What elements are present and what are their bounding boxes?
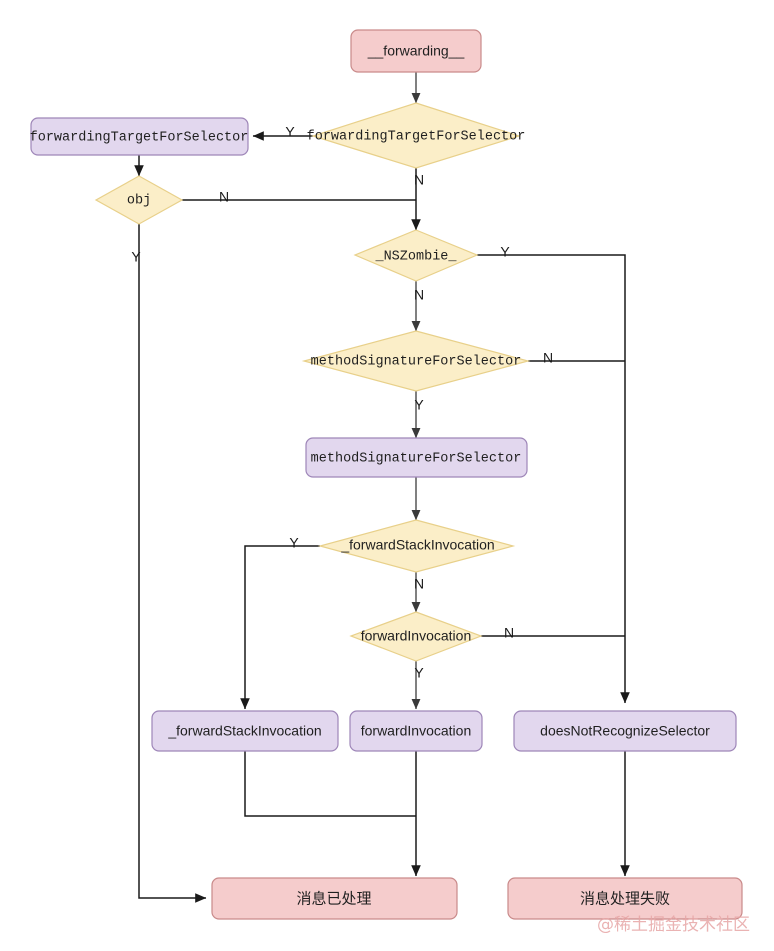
- node-nszombie-diamond[interactable]: _NSZombie_: [353, 229, 479, 282]
- node-fwdinv-diamond-shape: [349, 611, 483, 662]
- node-fwdstack-diamond[interactable]: _forwardStackInvocation: [317, 519, 516, 573]
- node-nszombie-diamond-label: _NSZombie_: [374, 250, 457, 265]
- node-fwdinv-box[interactable]: forwardInvocation: [349, 710, 483, 752]
- node-obj-diamond-label: obj: [127, 194, 151, 209]
- edge-label-msfs-yes: Y: [414, 397, 424, 413]
- edge-fwdstack-box-merge: [244, 751, 416, 817]
- node-nszombie-diamond-shape: [353, 229, 479, 282]
- watermark-text: @稀土掘金技术社区: [597, 915, 750, 935]
- node-ftfs-box[interactable]: forwardingTargetForSelector: [30, 117, 249, 156]
- node-message-failed-shape: [507, 877, 743, 920]
- node-ftfs-diamond-shape: [311, 102, 521, 169]
- node-message-failed-label: 消息处理失败: [580, 890, 670, 908]
- node-fwdinv-box-shape: [349, 710, 483, 752]
- node-msfs-box-shape: [305, 437, 528, 478]
- node-fwdstack-box[interactable]: _forwardStackInvocation: [151, 710, 339, 752]
- node-fwdinv-diamond-label: forwardInvocation: [361, 628, 472, 644]
- node-message-handled[interactable]: 消息已处理: [211, 877, 458, 920]
- node-forwarding-label: __forwarding__: [367, 43, 465, 59]
- node-msfs-box[interactable]: methodSignatureForSelector: [305, 437, 528, 478]
- node-obj-diamond-shape: [94, 175, 184, 225]
- node-obj-diamond[interactable]: obj: [94, 175, 184, 225]
- node-ftfs-diamond-label: forwardingTargetForSelector: [307, 130, 526, 145]
- node-message-handled-label: 消息已处理: [296, 890, 371, 908]
- edge-label-msfs-no: N: [543, 350, 553, 366]
- edge-label-ftfs-no: N: [414, 172, 424, 188]
- node-forwarding[interactable]: __forwarding__: [350, 29, 482, 73]
- edge-label-fwdinv-yes: Y: [414, 665, 424, 681]
- node-fwdstack-diamond-shape: [317, 519, 516, 573]
- edge-label-obj-yes: Y: [131, 249, 141, 265]
- node-msfs-box-label: methodSignatureForSelector: [311, 452, 522, 467]
- node-ftfs-box-shape: [30, 117, 249, 156]
- edge-fwdstack-yes: [240, 545, 320, 710]
- node-msfs-diamond-label: methodSignatureForSelector: [311, 355, 522, 370]
- node-ftfs-diamond[interactable]: forwardingTargetForSelector: [307, 102, 526, 169]
- node-fwdstack-box-shape: [151, 710, 339, 752]
- edge-label-nszombie-yes: Y: [500, 244, 510, 260]
- node-message-failed[interactable]: 消息处理失败: [507, 877, 743, 920]
- node-fwdstack-box-label: _forwardStackInvocation: [167, 723, 321, 739]
- edge-label-fwdinv-no: N: [504, 625, 514, 641]
- node-ftfs-box-label: forwardingTargetForSelector: [30, 131, 249, 146]
- edge-nszombie-yes: [477, 254, 630, 704]
- edge-label-nszombie-no: N: [414, 287, 424, 303]
- edge-obj-yes: [138, 224, 207, 903]
- node-dnrs-box-shape: [513, 710, 737, 752]
- edge-label-ftfs-yes: Y: [285, 124, 295, 140]
- node-fwdinv-diamond[interactable]: forwardInvocation: [349, 611, 483, 662]
- node-forwarding-shape: [350, 29, 482, 73]
- node-msfs-diamond-shape: [301, 330, 531, 392]
- node-fwdstack-diamond-label: _forwardStackInvocation: [340, 537, 494, 553]
- node-dnrs-box[interactable]: doesNotRecognizeSelector: [513, 710, 737, 752]
- edge-label-obj-no: N: [219, 189, 229, 205]
- edge-label-fwdstack-no: N: [414, 576, 424, 592]
- node-msfs-diamond[interactable]: methodSignatureForSelector: [301, 330, 531, 392]
- edge-label-fwdstack-yes: Y: [289, 535, 299, 551]
- node-fwdinv-box-label: forwardInvocation: [361, 723, 472, 739]
- node-message-handled-shape: [211, 877, 458, 920]
- node-dnrs-box-label: doesNotRecognizeSelector: [540, 723, 710, 739]
